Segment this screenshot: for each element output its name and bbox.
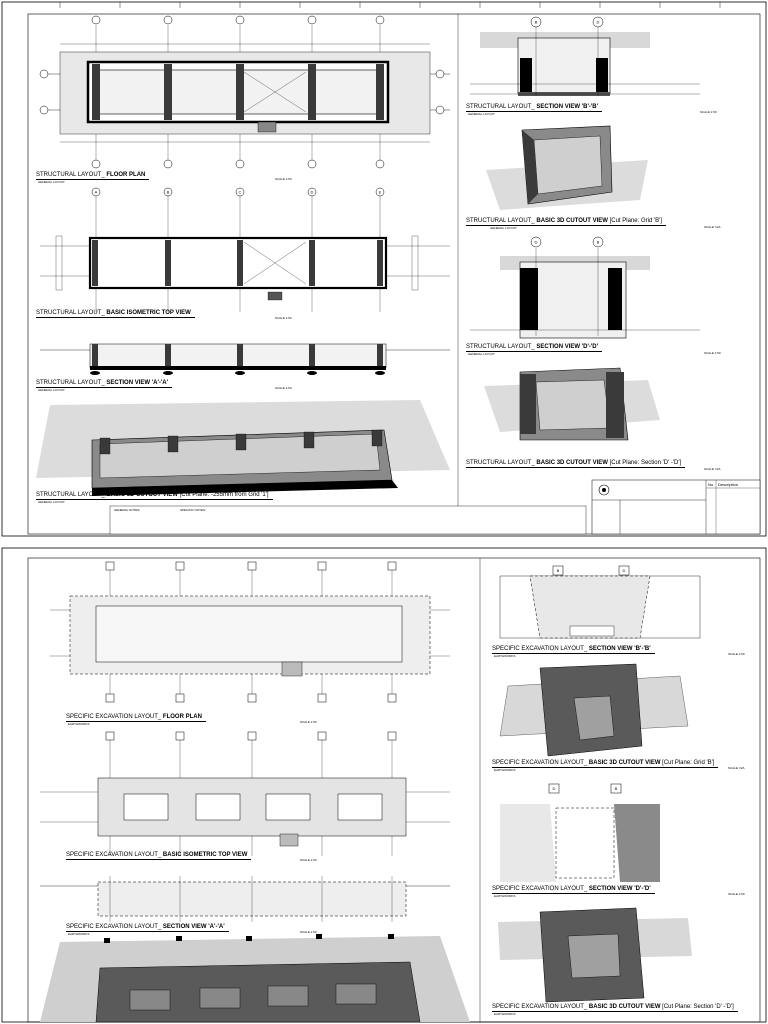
- cutout-3d-drawing-a: [36, 400, 450, 496]
- view-title: STRUCTURAL LAYOUT_ BASIC 3D CUTOUT VIEW …: [466, 460, 686, 468]
- view-scale: SCALE 1:50: [275, 316, 292, 320]
- view-scale: SCALE: N/A: [704, 467, 721, 471]
- view-title: SPECIFIC EXCAVATION LAYOUT_ SECTION VIEW…: [66, 924, 229, 932]
- view-subtitle: EARTHWORKS: [494, 894, 516, 898]
- excavation-sheet-graphics: B D D B: [1, 547, 767, 1023]
- view-title: SPECIFIC EXCAVATION LAYOUT_ BASIC ISOMET…: [66, 852, 252, 860]
- view-subtitle: GENERAL LAYOUT: [468, 352, 495, 356]
- grid-bubble-label: B: [167, 190, 170, 195]
- specific-notes-title: SPECIFIC NOTES:: [180, 508, 206, 512]
- view-title: SPECIFIC EXCAVATION LAYOUT_ SECTION VIEW…: [492, 646, 655, 654]
- grid-bubble-label: D: [553, 786, 556, 791]
- section-bb-drawing: [470, 16, 700, 96]
- grid-bubble-label: B: [557, 568, 560, 573]
- view-scale: SCALE 1:50: [704, 351, 721, 355]
- view-scale: SCALE: N/A: [728, 766, 745, 770]
- general-notes-title: GENERAL NOTES:: [114, 508, 141, 512]
- structural-sheet-graphics: A B C D E B D D B: [1, 1, 767, 537]
- section-aa-drawing: [40, 343, 450, 375]
- cutout-3d-drawing-b: [486, 125, 648, 210]
- grid-bubble-label: D: [623, 568, 626, 573]
- view-title: STRUCTURAL LAYOUT_ BASIC 3D CUTOUT VIEW …: [466, 218, 666, 226]
- view-scale: SCALE 1:50: [728, 892, 745, 896]
- grid-bubble-label: B: [535, 20, 538, 25]
- view-title: SPECIFIC EXCAVATION LAYOUT_ BASIC 3D CUT…: [492, 760, 719, 768]
- grid-bubble-label: D: [597, 20, 600, 25]
- view-scale: SCALE 1:50: [300, 720, 317, 724]
- view-subtitle: EARTHWORKS: [494, 768, 516, 772]
- view-subtitle: EARTHWORKS: [68, 932, 90, 936]
- grid-bubble-label: D: [535, 240, 538, 245]
- view-title: STRUCTURAL LAYOUT_ BASIC 3D CUTOUT VIEW …: [36, 492, 273, 500]
- excavation-cutout-3d-drawing-d: [498, 907, 692, 1003]
- view-title: STRUCTURAL LAYOUT_ BASIC ISOMETRIC TOP V…: [36, 310, 195, 318]
- excavation-cutout-3d-drawing-b: [499, 663, 689, 757]
- view-scale: SCALE 1:50: [275, 386, 292, 390]
- isometric-top-view-drawing: [40, 187, 450, 312]
- excavation-cutout-3d-drawing-a: [40, 934, 470, 1023]
- drawing-sheet-excavation: B D D B SPECIFIC EXCAVATION LAYOUT_ FLOOR P…: [0, 546, 768, 1024]
- view-subtitle: EARTHWORKS: [68, 722, 90, 726]
- view-subtitle: EARTHWORKS: [494, 1012, 516, 1016]
- view-title: STRUCTURAL LAYOUT_ FLOOR PLAN: [36, 172, 150, 180]
- revision-no-header: No.: [708, 482, 715, 487]
- view-subtitle: GENERAL LAYOUT: [38, 180, 65, 184]
- view-title: SPECIFIC EXCAVATION LAYOUT_ SECTION VIEW…: [492, 886, 655, 894]
- view-scale: SCALE 1:50: [300, 930, 317, 934]
- view-scale: SCALE: N/A: [704, 225, 721, 229]
- revision-description-header: Description: [718, 482, 739, 487]
- grid-bubble-label: A: [95, 190, 98, 195]
- section-dd-drawing: [470, 236, 700, 339]
- grid-bubble-label: B: [615, 786, 618, 791]
- view-scale: SCALE 1:50: [700, 110, 717, 114]
- view-subtitle: GENERAL LAYOUT: [38, 500, 65, 504]
- view-title: SPECIFIC EXCAVATION LAYOUT_ BASIC 3D CUT…: [492, 1004, 738, 1012]
- excavation-floor-plan-drawing: [50, 561, 450, 703]
- cutout-3d-drawing-d: [484, 367, 660, 441]
- view-title: SPECIFIC EXCAVATION LAYOUT_ FLOOR PLAN: [66, 714, 206, 722]
- view-subtitle: GENERAL LAYOUT: [468, 112, 495, 116]
- view-subtitle: EARTHWORKS: [494, 654, 516, 658]
- view-subtitle: GENERAL LAYOUT: [38, 388, 65, 392]
- excavation-section-bb-drawing: [499, 565, 701, 639]
- floor-plan-drawing: [39, 15, 450, 169]
- view-title: STRUCTURAL LAYOUT_ SECTION VIEW 'A'-'A': [36, 380, 173, 388]
- excavation-section-dd-drawing: [494, 783, 754, 882]
- grid-bubble-label: C: [239, 190, 242, 195]
- view-title: STRUCTURAL LAYOUT_ SECTION VIEW 'D'-'D': [466, 344, 603, 352]
- grid-bubble-label: D: [311, 190, 314, 195]
- grid-bubble-label: B: [597, 240, 600, 245]
- view-scale: SCALE 1:50: [300, 858, 317, 862]
- title-block: [591, 479, 761, 535]
- excavation-isometric-top-view-drawing: [40, 731, 450, 856]
- grid-bubble-label: E: [379, 190, 382, 195]
- excavation-section-aa-drawing: [40, 876, 450, 922]
- sheet-gap: [0, 540, 768, 546]
- view-title: STRUCTURAL LAYOUT_ SECTION VIEW 'B'-'B': [466, 104, 603, 112]
- view-scale: SCALE 1:50: [728, 652, 745, 656]
- view-subtitle: GENERAL LAYOUT: [490, 226, 517, 230]
- view-scale: SCALE 1:50: [275, 177, 292, 181]
